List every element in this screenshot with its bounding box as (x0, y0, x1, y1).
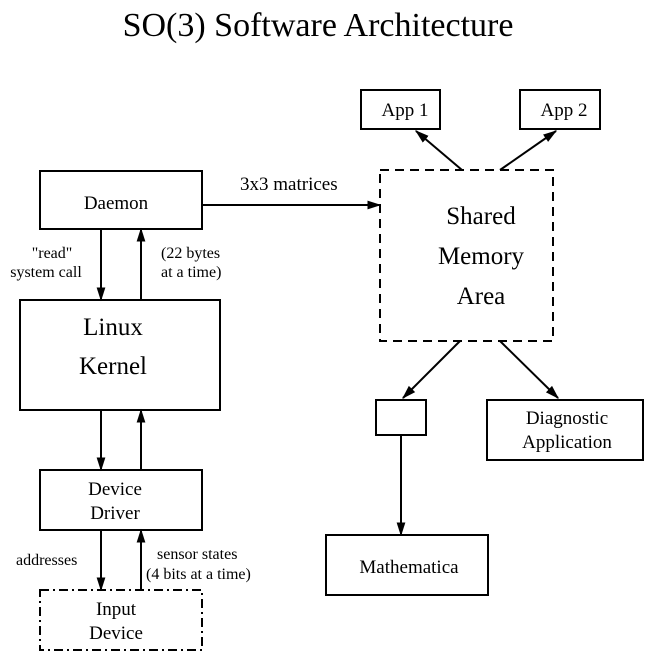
to-diagnostic-arrow (499, 340, 559, 399)
app1-label: App 1 (382, 100, 429, 121)
daemon-node: Daemon (39, 170, 203, 230)
diagnostic-label-2: Application (522, 432, 612, 453)
diagnostic-node: Diagnostic Application (486, 399, 644, 461)
to-intermediate-arrow (402, 340, 461, 399)
app2-label: App 2 (541, 100, 588, 121)
linux-kernel-node: Linux Kernel (19, 299, 221, 411)
to-app1-arrow (415, 130, 463, 171)
mathematica-label: Mathematica (359, 557, 459, 578)
diagnostic-label-1: Diagnostic (526, 408, 608, 429)
app2-node: App 2 (519, 89, 601, 130)
app1-node: App 1 (360, 89, 441, 130)
mathematica-node: Mathematica (325, 534, 489, 596)
sensor-states-label-1: sensor states (157, 546, 237, 563)
shared-memory-label-2: Memory (438, 243, 525, 270)
bytes-label-1: (22 bytes (161, 245, 220, 262)
driver-label-2: Driver (90, 503, 140, 524)
matrices-label: 3x3 matrices (240, 174, 338, 195)
kernel-label-2: Kernel (79, 353, 147, 380)
bytes-label-2: at a time) (161, 264, 221, 281)
input-label-1: Input (96, 599, 137, 620)
input-label-2: Device (89, 623, 143, 644)
intermediate-node (375, 399, 427, 436)
to-app2-arrow (499, 130, 558, 171)
driver-label-1: Device (88, 479, 142, 500)
shared-memory-node: Shared Memory Area (379, 169, 554, 342)
diagram-title: SO(3) Software Architecture (123, 7, 514, 44)
shared-memory-label-3: Area (457, 283, 506, 310)
device-driver-node: Device Driver (39, 469, 203, 531)
sensor-states-label-2: (4 bits at a time) (146, 566, 251, 583)
daemon-label: Daemon (84, 193, 149, 214)
kernel-label-1: Linux (83, 314, 143, 341)
shared-memory-label-1: Shared (446, 203, 516, 230)
read-call-label-2: system call (10, 264, 82, 281)
read-call-label-1: "read" (32, 245, 73, 262)
addresses-label: addresses (16, 552, 77, 569)
input-device-node: Input Device (39, 589, 203, 651)
